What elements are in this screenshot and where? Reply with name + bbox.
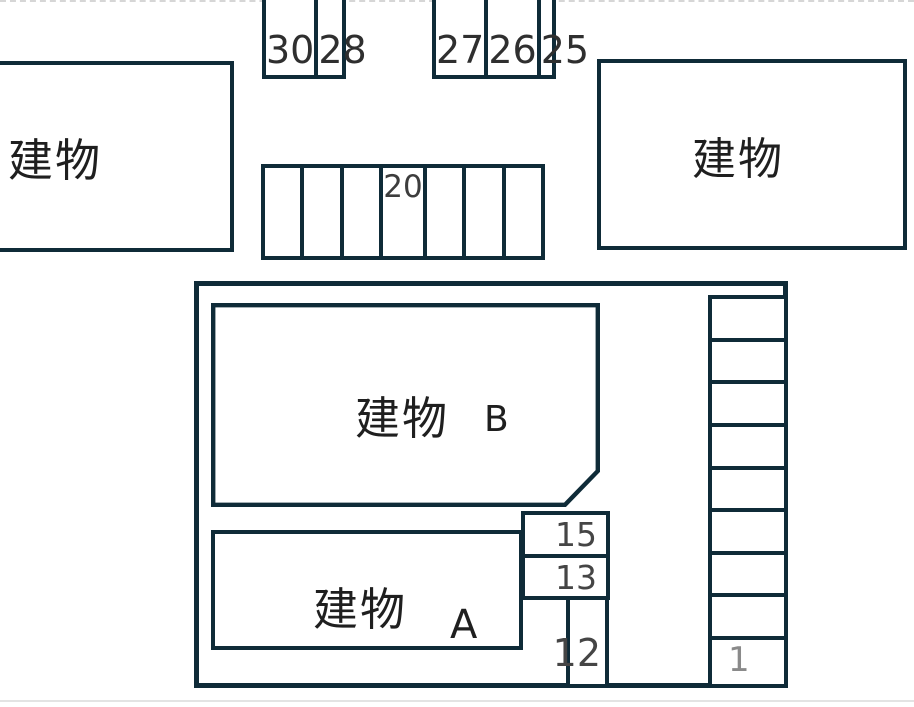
stall-number: 27 bbox=[436, 28, 485, 72]
parking-stall bbox=[462, 168, 501, 256]
parking-stall-1: 1 bbox=[712, 636, 784, 684]
stall-number: 20 bbox=[383, 169, 423, 205]
parking-stall-26: 26 bbox=[484, 0, 537, 75]
parking-stall bbox=[712, 465, 784, 509]
building-b-label: 建物 bbox=[355, 392, 450, 445]
parking-stall-15: 15 bbox=[525, 515, 606, 554]
parking-stall-13: 13 bbox=[525, 554, 606, 597]
parking-stall bbox=[501, 168, 541, 256]
parking-stall bbox=[712, 299, 784, 338]
stall-number: 12 bbox=[552, 631, 601, 675]
stall-pair-15-13: 15 13 bbox=[521, 511, 610, 600]
stall-number: 26 bbox=[488, 28, 537, 72]
parking-stall-28: 28 bbox=[314, 0, 367, 75]
stall-group-top-left: 30 28 bbox=[262, 0, 367, 79]
stall-number: 25 bbox=[540, 28, 590, 72]
stall-number: 15 bbox=[555, 515, 597, 554]
building-a-label: 建物 bbox=[313, 583, 408, 636]
parking-stall-27: 27 bbox=[436, 0, 484, 75]
parking-stall bbox=[712, 593, 784, 636]
building-top-right: 建物 bbox=[597, 59, 907, 250]
building-b-outline bbox=[211, 303, 600, 507]
stall-group-top-right: 27 26 25 bbox=[432, 0, 589, 79]
parking-stall bbox=[339, 168, 379, 256]
parking-stall bbox=[300, 168, 339, 256]
stall-number: 13 bbox=[555, 558, 597, 597]
parking-stall-20: 20 bbox=[379, 168, 423, 256]
building-top-left-label: 建物 bbox=[8, 134, 103, 187]
page-bottom-edge-line bbox=[0, 700, 914, 702]
parking-stall bbox=[712, 380, 784, 423]
stall-number: 28 bbox=[318, 28, 367, 72]
building-top-right-label: 建物 bbox=[692, 133, 784, 185]
stall-row-middle: 20 bbox=[261, 164, 545, 260]
parking-stall bbox=[422, 168, 462, 256]
stall-column-right: 1 bbox=[708, 295, 788, 688]
parking-stall bbox=[712, 337, 784, 381]
parking-stall-25: 25 bbox=[536, 0, 590, 75]
parking-stall-12: 12 bbox=[553, 596, 609, 688]
building-a bbox=[211, 530, 523, 650]
parking-stall bbox=[712, 508, 784, 551]
stall-number: 30 bbox=[266, 28, 315, 72]
building-top-left: 建物 bbox=[0, 61, 234, 252]
parking-stall bbox=[265, 168, 300, 256]
parking-stall-30: 30 bbox=[266, 0, 314, 75]
parking-stall bbox=[712, 550, 784, 594]
parking-stall bbox=[712, 422, 784, 466]
building-b-name: B bbox=[484, 399, 509, 440]
building-a-name: A bbox=[450, 602, 478, 648]
stall-number: 1 bbox=[728, 640, 750, 680]
